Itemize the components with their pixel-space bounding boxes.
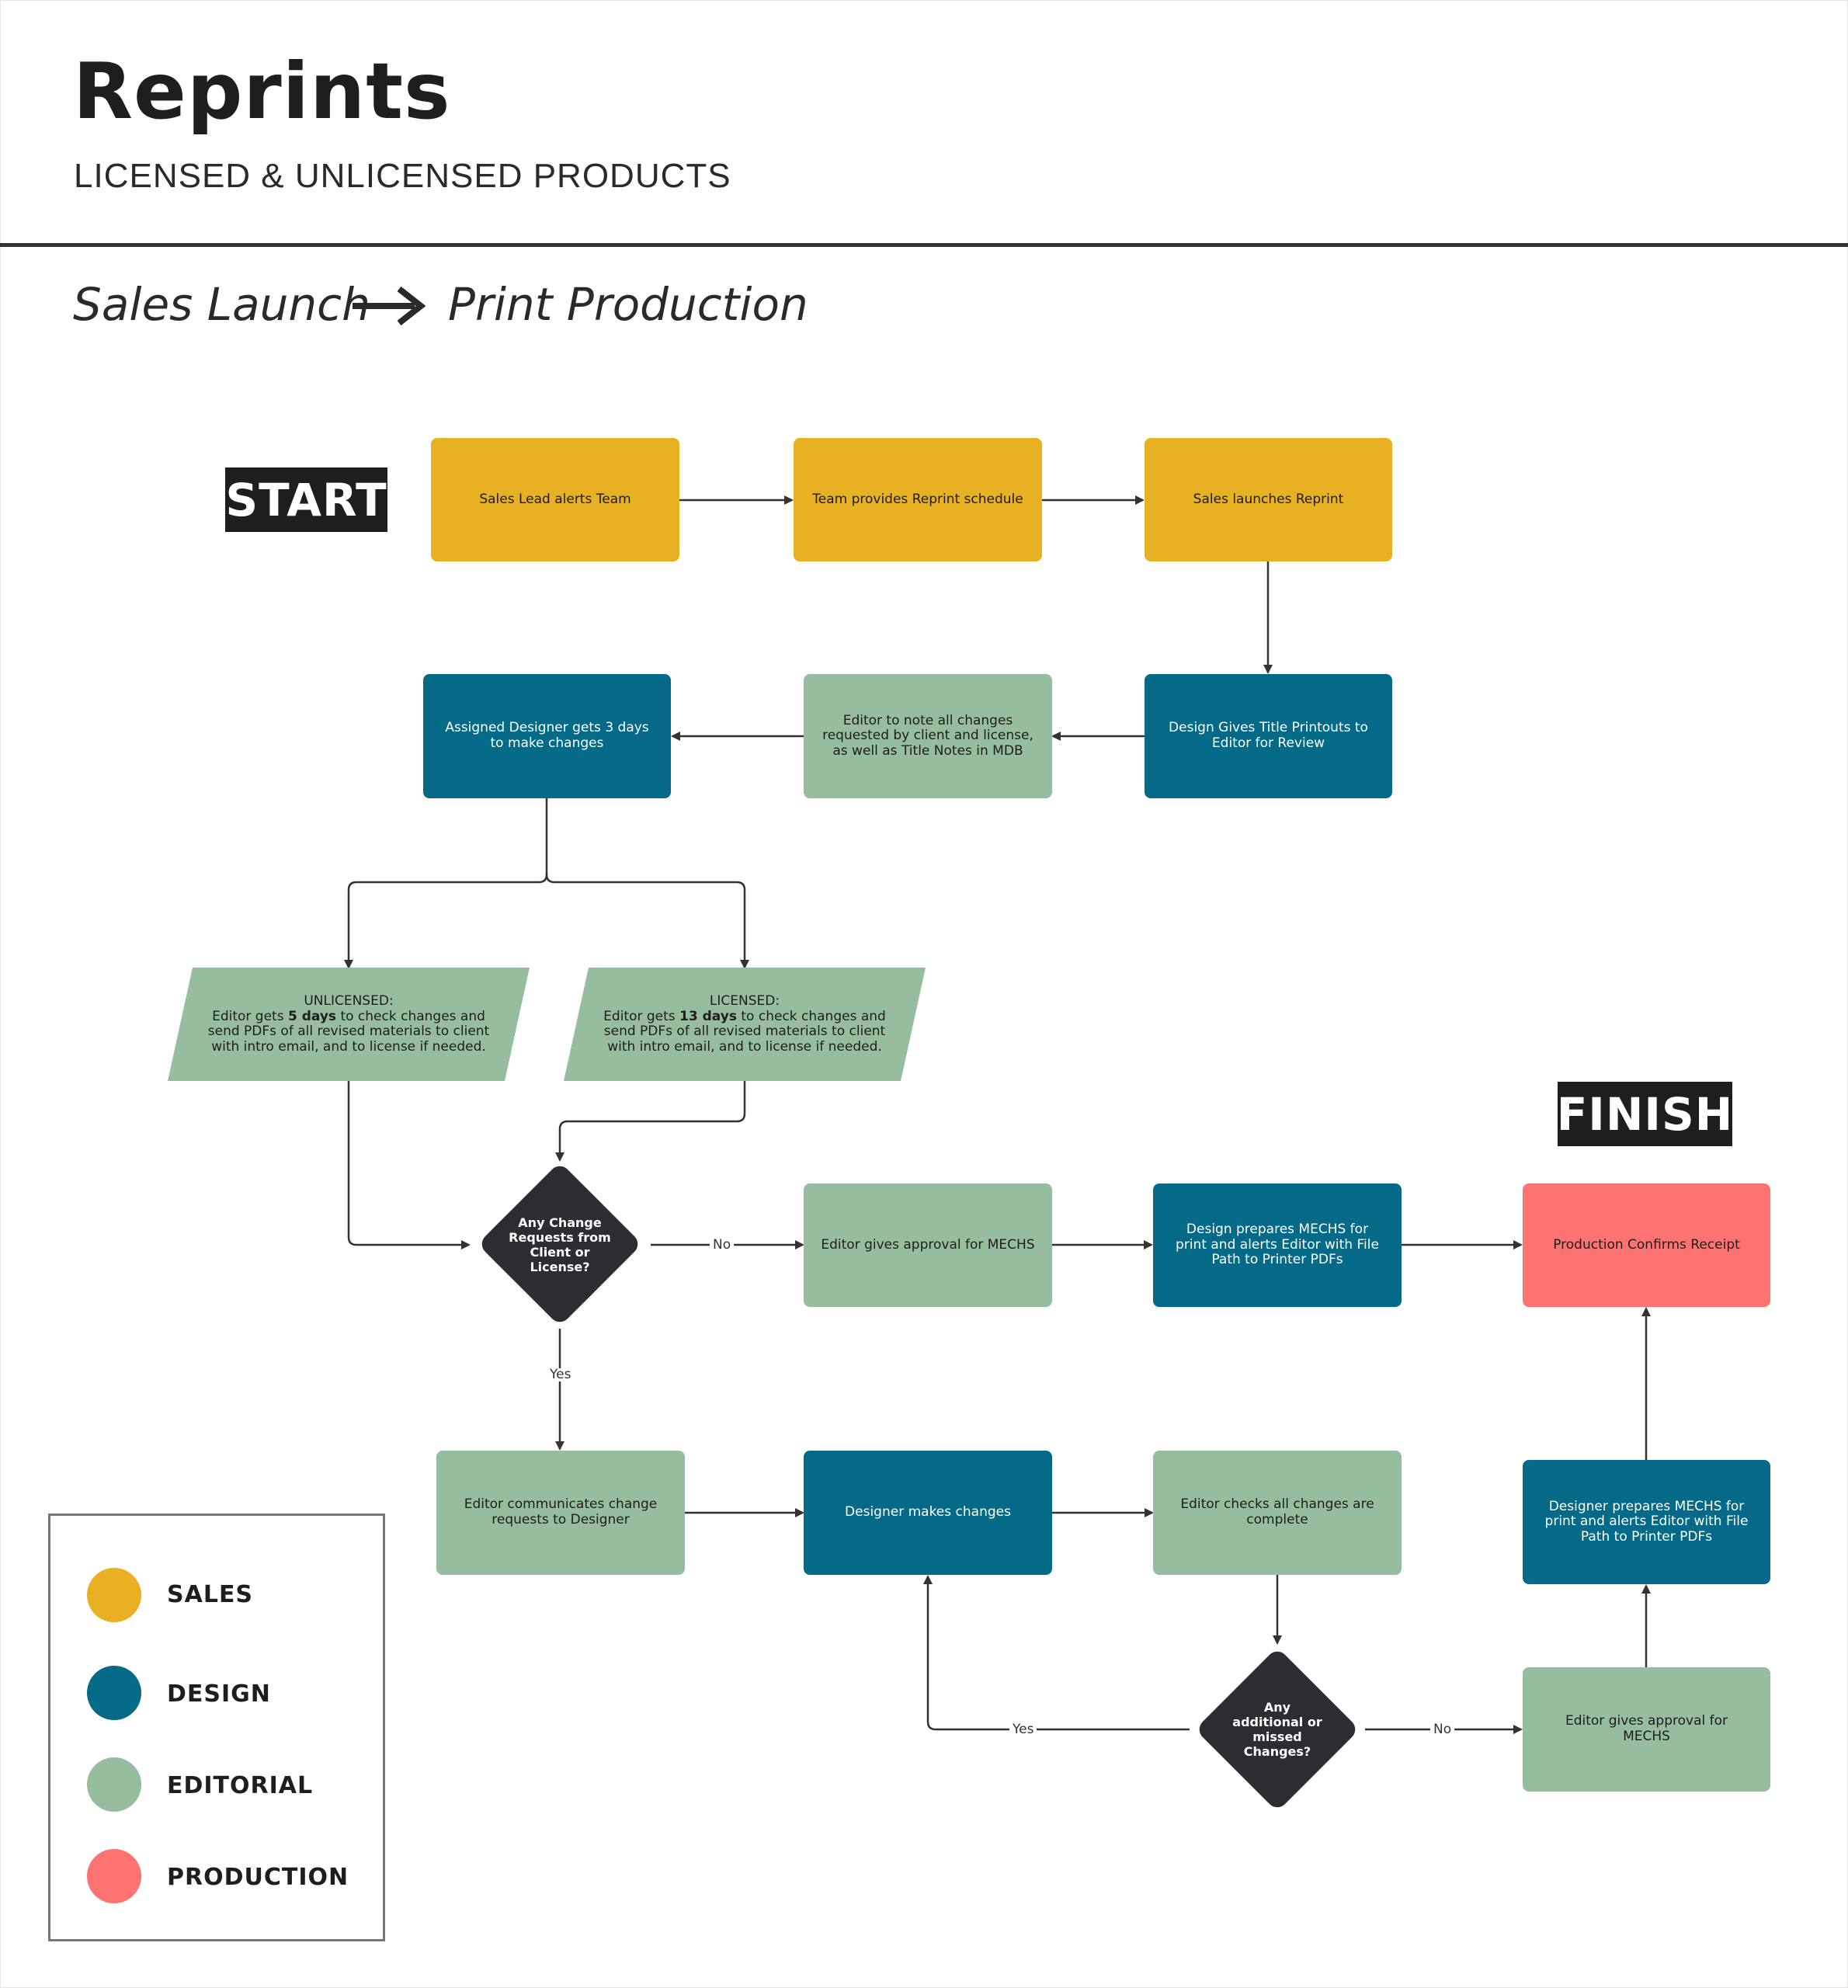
node-unlicensed: UNLICENSED: Editor gets 5 days to check …: [202, 993, 495, 1055]
finish-badge: FINISH: [1557, 1082, 1732, 1146]
licensed-shape: [564, 968, 926, 1081]
node-licensed: LICENSED: Editor gets 13 days to check c…: [598, 993, 891, 1055]
unlicensed-days: 5 days: [287, 1008, 337, 1024]
start-badge: START: [225, 467, 387, 532]
node-editor-communicates: Editor communicates change requests to D…: [436, 1451, 685, 1575]
node-designer-changes: Designer makes changes: [804, 1451, 1052, 1575]
legend-editorial-label: EDITORIAL: [167, 1772, 314, 1799]
licensed-heading: LICENSED:: [709, 993, 780, 1009]
unlicensed-heading: UNLICENSED:: [304, 993, 394, 1009]
node-production-confirms: Production Confirms Receipt: [1523, 1183, 1770, 1307]
legend-editorial-swatch: [87, 1757, 141, 1812]
legend-production-swatch: [87, 1849, 141, 1903]
node-design-printouts: Design Gives Title Printouts to Editor f…: [1145, 674, 1392, 798]
edge-label-additional-yes: Yes: [1009, 1723, 1037, 1736]
licensed-pre: Editor gets: [603, 1008, 680, 1024]
flow-to-label: Print Production: [448, 278, 808, 331]
edge-additional-yes: [923, 1575, 1190, 1731]
node-sales-launch: Sales launches Reprint: [1145, 438, 1392, 561]
node-editor-note: Editor to note all changes requested by …: [804, 674, 1052, 798]
node-sales-lead: Sales Lead alerts Team: [431, 438, 679, 561]
unlicensed-pre: Editor gets: [212, 1008, 288, 1024]
legend: SALES DESIGN EDITORIAL PRODUCTION: [48, 1514, 385, 1941]
unlicensed-shape: [168, 968, 530, 1081]
decision-change-requests: Any Change Requests from Client or Licen…: [509, 1215, 611, 1275]
decision-additional-shape: [1199, 1651, 1356, 1808]
decision-change-shape: [481, 1166, 638, 1322]
edge-designer-to-licensed: [545, 874, 749, 969]
legend-sales-label: SALES: [167, 1581, 254, 1608]
legend-sales-swatch: [87, 1568, 141, 1622]
licensed-days: 13 days: [679, 1008, 737, 1024]
edge-label-change-no: No: [710, 1239, 735, 1252]
node-editor-approval-2: Editor gives approval for MECHS: [1523, 1667, 1770, 1792]
legend-production-label: PRODUCTION: [167, 1864, 349, 1891]
node-editor-checks: Editor checks all changes are complete: [1153, 1451, 1402, 1575]
licensed-body: Editor gets 13 days to check changes and…: [598, 1008, 891, 1055]
node-editor-approval-1: Editor gives approval for MECHS: [804, 1183, 1052, 1307]
page-title: Reprints: [73, 46, 451, 137]
licensed-post: to check changes and send PDFs of all re…: [603, 1008, 886, 1055]
edge-label-change-yes: Yes: [547, 1368, 575, 1382]
unlicensed-body: Editor gets 5 days to check changes and …: [202, 1008, 495, 1055]
legend-design-swatch: [87, 1666, 141, 1720]
node-designer-mechs-2: Designer prepares MECHS for print and al…: [1523, 1460, 1770, 1584]
flow-from-label: Sales Launch: [73, 278, 370, 331]
edge-unlicensed-to-decision: [347, 1081, 471, 1249]
node-designer-3days: Assigned Designer gets 3 days to make ch…: [423, 674, 671, 798]
node-design-mechs-1: Design prepares MECHS for print and aler…: [1153, 1183, 1402, 1307]
edge-licensed-to-decision: [555, 1081, 746, 1162]
edge-label-additional-no: No: [1430, 1723, 1455, 1736]
edge-designer-split: [344, 798, 548, 969]
flow-arrow-icon: [353, 286, 426, 326]
unlicensed-post: to check changes and send PDFs of all re…: [207, 1008, 490, 1055]
header-divider: [0, 243, 1848, 247]
decision-additional-changes: Any additional or missed Changes?: [1232, 1699, 1322, 1760]
legend-design-label: DESIGN: [167, 1680, 271, 1708]
node-team-schedule: Team provides Reprint schedule: [794, 438, 1042, 561]
page-subtitle: LICENSED & UNLICENSED PRODUCTS: [74, 157, 731, 195]
